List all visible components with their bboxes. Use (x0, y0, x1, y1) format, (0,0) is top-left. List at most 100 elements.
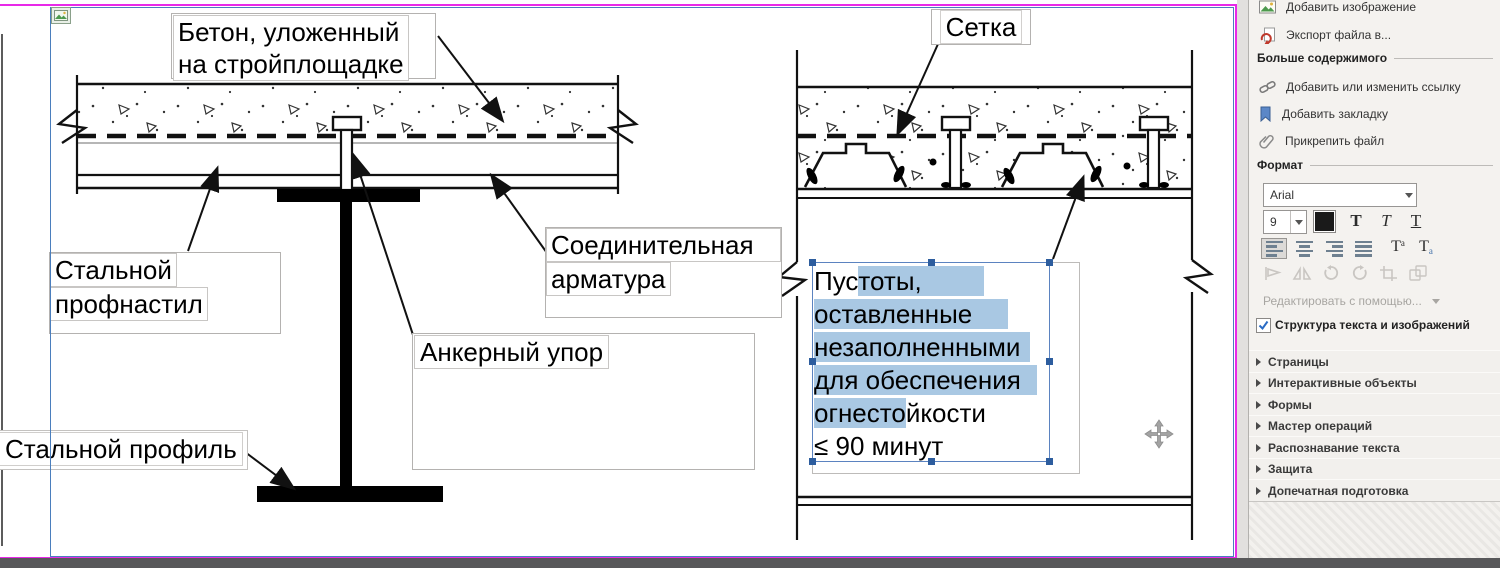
more-content-header: Больше содержимого (1257, 51, 1493, 65)
subscript-button[interactable]: Ta (1419, 238, 1433, 256)
chevron-right-icon (1256, 465, 1261, 473)
align-left-button[interactable] (1261, 238, 1287, 259)
chevron-down-icon (1431, 298, 1440, 304)
image-object-badge[interactable] (51, 7, 71, 24)
add-image-button[interactable]: Добавить изображение (1259, 0, 1416, 17)
italic-button[interactable]: T (1381, 211, 1391, 230)
chevron-right-icon (1256, 486, 1261, 495)
label-mesh[interactable]: Сетка (931, 9, 1031, 45)
voids-line: оставленные (814, 298, 1037, 331)
tools-panel: Добавить изображение Экспорт файла в... … (1248, 0, 1500, 558)
resize-handle-s[interactable] (928, 458, 935, 465)
label-concrete-line2: на стройплощадке (178, 49, 404, 79)
section-forms[interactable]: Формы (1249, 393, 1500, 416)
section-action-wizard[interactable]: Мастер операций (1249, 414, 1500, 438)
resize-handle-nw[interactable] (809, 259, 816, 266)
add-link-button[interactable]: Добавить или изменить ссылку (1259, 77, 1461, 97)
label-mesh-text: Сетка (939, 10, 1023, 44)
font-size-select[interactable]: 9 (1263, 210, 1307, 234)
page-left-edge (1, 34, 3, 546)
chevron-down-icon (1401, 184, 1416, 206)
section-print-production[interactable]: Допечатная подготовка (1249, 479, 1500, 502)
label-profile-text: Стальной профиль (0, 432, 243, 466)
resize-handle-e[interactable] (1046, 358, 1053, 365)
voids-line: ≤ 90 минут (814, 431, 944, 461)
format-header: Формат (1257, 158, 1493, 172)
chevron-right-icon (1256, 379, 1261, 387)
section-interactive-objects[interactable]: Интерактивные объекты (1249, 371, 1500, 395)
link-icon (1259, 80, 1276, 94)
move-icon (1144, 419, 1174, 454)
label-rebar[interactable]: Соединительная арматура (545, 227, 782, 318)
align-right-button[interactable] (1321, 238, 1347, 259)
chevron-right-icon (1256, 443, 1261, 452)
align-center-button[interactable] (1291, 238, 1317, 259)
align-justify-button[interactable] (1351, 238, 1377, 259)
bold-button[interactable]: T (1350, 211, 1362, 230)
label-anchor-text: Анкерный упор (414, 335, 610, 369)
flip-horizontal-icon[interactable] (1292, 265, 1312, 282)
resize-handle-sw[interactable] (809, 458, 816, 465)
chevron-right-icon (1256, 422, 1261, 430)
rebar-arrow (489, 172, 548, 254)
export-file-button[interactable]: Экспорт файла в... (1259, 25, 1391, 45)
concrete-arrow (437, 35, 505, 124)
profile-arrow (244, 451, 297, 491)
paperclip-icon (1259, 134, 1274, 149)
structure-checkbox-label: Структура текста и изображений (1275, 318, 1470, 332)
deck-void (803, 142, 908, 188)
resize-handle-ne[interactable] (1046, 259, 1053, 266)
anchor-arrow (351, 152, 417, 345)
label-decking-line2: профнастил (50, 287, 208, 321)
label-anchor[interactable]: Анкерный упор (412, 333, 755, 470)
anchor-stud (331, 115, 363, 132)
resize-handle-se[interactable] (1046, 458, 1053, 465)
mesh-arrow (896, 43, 939, 137)
left-section (56, 75, 639, 502)
section-protection[interactable]: Защита (1249, 457, 1500, 481)
label-decking[interactable]: Стальной профнастил (49, 252, 281, 334)
superscript-button[interactable]: Ta (1391, 238, 1405, 255)
break-mark (606, 109, 639, 145)
edit-with-menu[interactable]: Редактировать с помощью... (1263, 291, 1440, 311)
underline-button[interactable]: T (1410, 211, 1422, 230)
resize-handle-w[interactable] (809, 358, 816, 365)
export-icon (1260, 27, 1275, 44)
label-concrete-line1: Бетон, уложенный (178, 17, 400, 47)
section-text-recognition[interactable]: Распознавание текста (1249, 436, 1500, 459)
chevron-down-icon (1290, 211, 1306, 233)
rotate-cw-icon[interactable] (1350, 265, 1370, 282)
label-voids-text[interactable]: Пустоты, оставленные незаполненными для … (814, 265, 1037, 463)
panel-empty-area (1249, 502, 1500, 558)
anchor-stud (940, 115, 972, 132)
leader-arrows (187, 35, 1085, 491)
text-selection-frame[interactable] (809, 259, 1053, 465)
break-mark (776, 261, 809, 297)
voids-line: Пустоты, (814, 265, 1037, 298)
structure-checkbox[interactable] (1256, 318, 1271, 333)
divider (1394, 57, 1493, 59)
break-mark (1182, 259, 1215, 294)
break-mark (56, 109, 89, 145)
flip-vertical-icon[interactable] (1263, 265, 1283, 282)
replace-image-icon[interactable] (1408, 265, 1428, 282)
chevron-right-icon (1256, 357, 1261, 366)
image-icon (1259, 0, 1276, 14)
crop-icon[interactable] (1379, 265, 1399, 282)
font-color-swatch[interactable] (1313, 210, 1336, 233)
rotate-ccw-icon[interactable] (1321, 265, 1341, 282)
label-profile[interactable]: Стальной профиль (0, 430, 248, 470)
decking-arrow (187, 165, 220, 252)
panel-gap (1237, 0, 1248, 558)
voids-line: огнестойкости (814, 398, 986, 428)
resize-handle-n[interactable] (928, 259, 935, 266)
section-pages[interactable]: Страницы (1249, 350, 1500, 373)
add-bookmark-button[interactable]: Добавить закладку (1259, 104, 1388, 124)
font-family-select[interactable]: Arial (1263, 183, 1417, 207)
window-bottom-bar (0, 558, 1500, 568)
label-concrete[interactable]: Бетон, уложенный на стройплощадке (171, 13, 436, 81)
attach-file-button[interactable]: Прикрепить файл (1259, 131, 1384, 151)
anchor-stud (1138, 115, 1170, 132)
floor-section-drawing (56, 35, 1215, 540)
